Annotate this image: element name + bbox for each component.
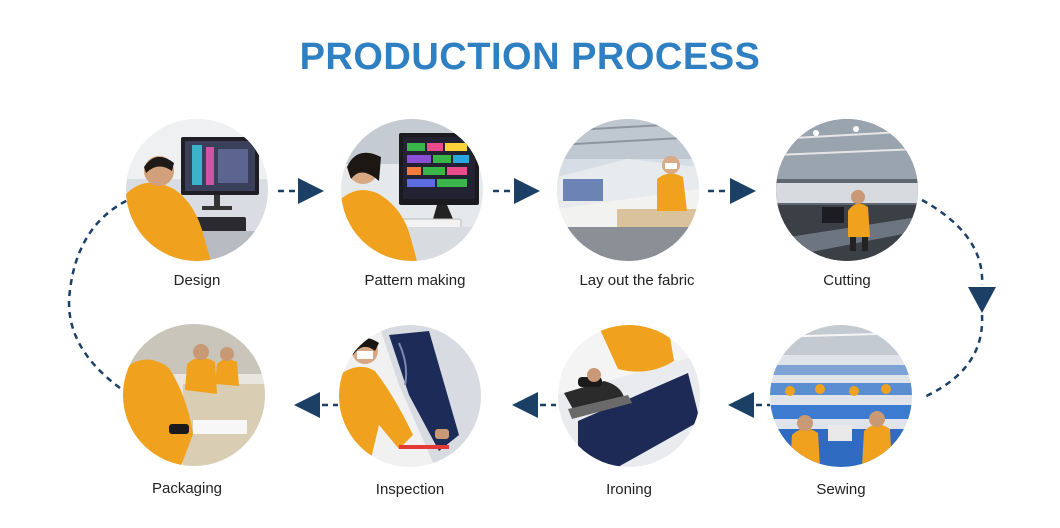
pattern-making-photo <box>341 119 483 261</box>
step-label-ironing: Ironing <box>606 481 652 498</box>
step-label-pattern-making: Pattern making <box>364 272 466 289</box>
arrow-right-icon <box>298 178 324 204</box>
packaging-photo <box>123 324 265 466</box>
connector-cutting-curve <box>921 198 984 286</box>
step-inspection <box>335 325 485 467</box>
step-label-cutting: Cutting <box>823 272 871 289</box>
step-ironing <box>554 325 704 467</box>
ironing-photo <box>558 325 700 467</box>
step-packaging <box>119 324 269 466</box>
step-label-sewing: Sewing <box>816 481 866 498</box>
step-sewing <box>766 325 916 467</box>
arrow-right-icon <box>514 178 540 204</box>
inspection-photo <box>339 325 481 467</box>
connector-packaging-design <box>67 198 129 390</box>
step-label-lay-out-the-fabric: Lay out the fabric <box>579 272 695 289</box>
step-label-inspection: Inspection <box>375 481 445 498</box>
arrow-left-icon <box>728 392 754 418</box>
design-photo <box>126 119 268 261</box>
connector-sewing-curve <box>921 314 984 400</box>
cutting-photo <box>776 119 918 261</box>
arrow-right-icon <box>730 178 756 204</box>
step-cutting <box>772 119 922 261</box>
step-label-packaging: Packaging <box>151 480 223 497</box>
page-title: PRODUCTION PROCESS <box>299 36 761 78</box>
sewing-photo <box>770 325 912 467</box>
step-pattern-making <box>337 119 487 261</box>
step-lay-out-the-fabric <box>553 119 703 261</box>
step-label-design: Design <box>173 272 221 289</box>
arrow-left-icon <box>512 392 538 418</box>
arrow-down-icon <box>968 287 996 313</box>
step-design <box>122 119 272 261</box>
lay-out-fabric-photo <box>557 119 699 261</box>
arrow-left-icon <box>294 392 320 418</box>
